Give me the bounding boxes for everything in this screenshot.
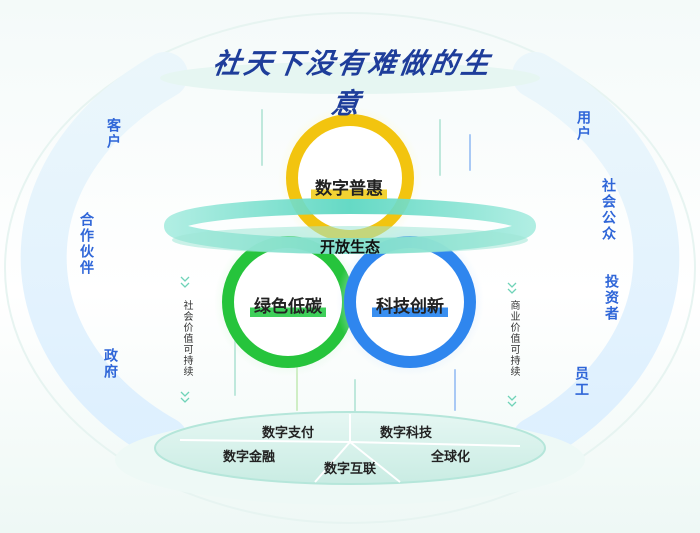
right-side-note: 商业价值可持续 [508,300,519,377]
left-side-note: 社会价值可持续 [181,300,192,377]
outer-faint-ring [4,12,696,524]
left-arc-band [20,52,188,463]
right-arc-band [512,52,680,463]
base-platform [154,411,546,485]
decorative-streaks [234,109,471,421]
right-arc-item-employees: 员工 [573,366,589,398]
left-arc-item-government: 政府 [102,348,118,380]
title-banner [160,62,540,94]
base-item-globalization: 全球化 [431,450,471,465]
top-circle-label: 数字普惠 [311,174,387,199]
page-title: 社天下没有难做的生意 [210,47,495,120]
side-chevrons [180,276,517,407]
base-item-digital-connect: 数字互联 [324,462,377,477]
base-item-digital-tech: 数字科技 [380,426,433,441]
left-arc-item-partner: 合作伙伴 [78,212,94,276]
base-dividers [179,414,521,483]
right-circle-label: 科技创新 [372,292,448,317]
left-circle-label: 绿色低碳 [250,292,326,317]
right-arc-item-investors: 投资者 [603,274,619,322]
left-arc-item-customer: 客户 [105,118,121,150]
right-arc-item-public: 社会公众 [600,178,616,242]
base-item-digital-payment: 数字支付 [262,426,315,441]
base-item-digital-finance: 数字金融 [223,450,276,465]
right-arc-item-users: 用户 [575,110,591,142]
ring-shadow [172,226,528,254]
ring-label: 开放生态 [319,238,380,256]
